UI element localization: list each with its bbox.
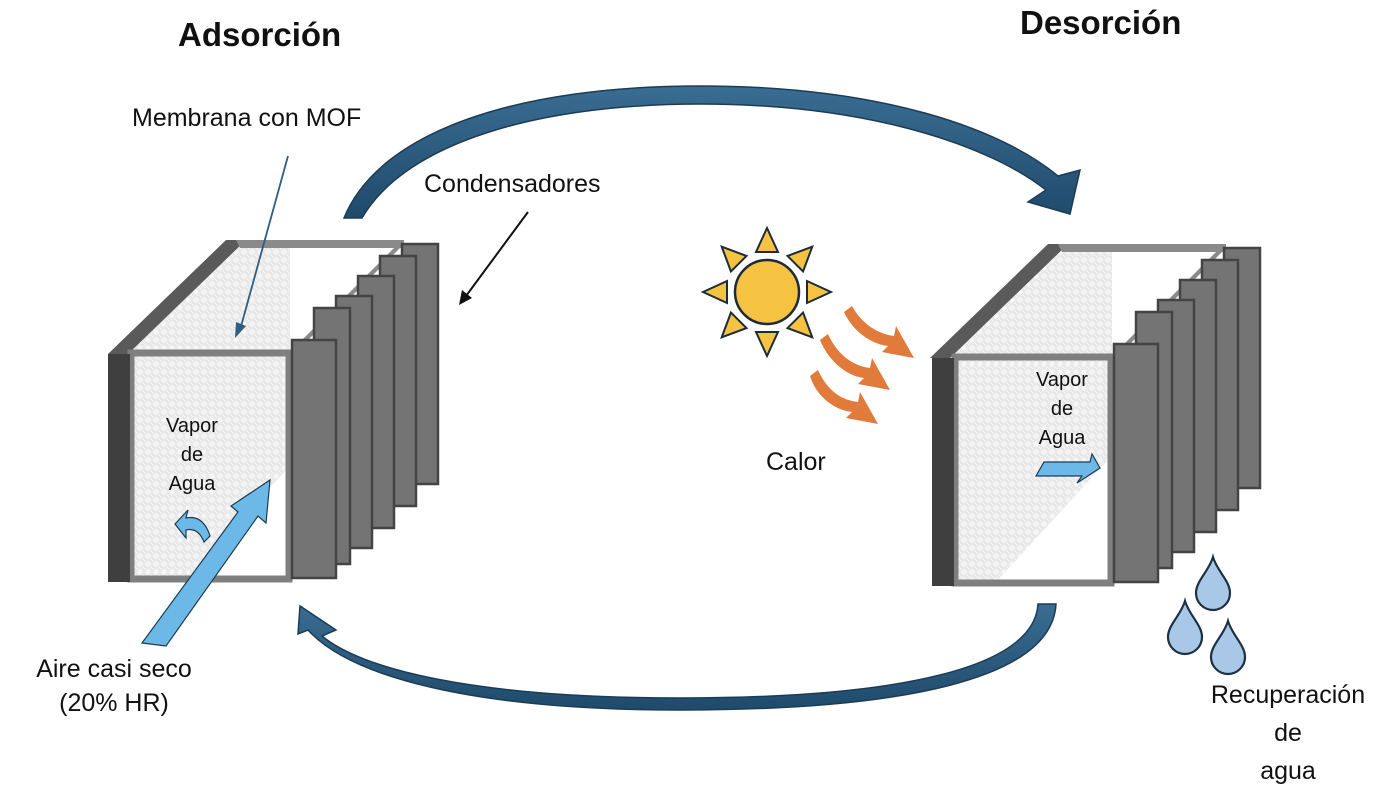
condenser-plate: [1112, 342, 1160, 584]
water-drops-icon: [1166, 553, 1247, 676]
left-vapor-label: Vapor de Agua: [152, 412, 232, 499]
sun-ray: [754, 225, 780, 253]
heat-label: Calor: [766, 448, 826, 476]
box-top-edge: [930, 244, 1068, 358]
sun-ray: [785, 245, 814, 274]
heat-wave-arrow: [820, 334, 890, 390]
membrane-label: Membrana con MOF: [132, 104, 362, 132]
dry-air-inflow-arrow-icon: [140, 478, 271, 647]
box-dark-side: [108, 354, 130, 582]
dry-air-line: Aire casi seco: [36, 655, 192, 683]
membrane-pointer: [235, 155, 289, 338]
sun-icon: [700, 225, 834, 359]
heat-wave-arrow: [844, 306, 914, 358]
desorption-unit: [930, 244, 1226, 587]
water-recovery-label: Recuperación de agua: [1188, 676, 1388, 790]
vapor-release-arrow-icon: [1034, 452, 1101, 484]
box-dark-side: [932, 358, 954, 586]
water-drop-icon: [1166, 597, 1204, 656]
water-recovery-line: de: [1274, 719, 1302, 747]
sun-ray: [720, 245, 749, 274]
adsorption-title: Adsorción: [178, 16, 342, 53]
dry-air-line: (20% HR): [59, 689, 169, 717]
vapor-adsorbed-arrow-icon: [174, 509, 211, 544]
sun-disc: [733, 258, 801, 326]
vapor-line: Agua: [1038, 427, 1086, 449]
right-vapor-label: Vapor de Agua: [1022, 366, 1102, 453]
sun-ray: [720, 310, 749, 339]
membrane-front-clear: [998, 460, 1108, 580]
vapor-line: de: [180, 444, 204, 466]
heat-wave-arrows-icon: [810, 306, 914, 424]
water-recovery-line: Recuperación: [1210, 681, 1366, 709]
vapor-line: Agua: [168, 473, 216, 495]
cycle-arrow-bottom-icon: [297, 603, 1057, 711]
dry-air-label: Aire casi seco (20% HR): [14, 652, 214, 720]
vapor-line: Vapor: [166, 415, 218, 437]
water-drop-icon: [1194, 553, 1232, 612]
water-drop-icon: [1209, 617, 1247, 676]
desorption-title: Desorción: [1020, 4, 1182, 41]
cycle-arrow-top-icon: [342, 85, 1082, 219]
box-top-edge: [108, 240, 246, 354]
condenser-plates-left: [290, 242, 440, 580]
heat-wave-arrow: [810, 370, 878, 424]
sun-ray: [806, 279, 834, 305]
membrane-frame: [951, 353, 1115, 587]
water-recovery-line: agua: [1260, 757, 1316, 785]
box-top-back-edge: [236, 240, 404, 248]
sun-ray: [754, 331, 780, 359]
vapor-line: de: [1050, 398, 1074, 420]
sun-ray: [700, 279, 728, 305]
vapor-line: Vapor: [1036, 369, 1088, 391]
box-top-back-edge: [1058, 244, 1226, 252]
sun-ray: [785, 310, 814, 339]
condensers-label: Condensadores: [424, 170, 601, 198]
condenser-plates-right: [1112, 246, 1262, 584]
condenser-plate: [290, 338, 338, 580]
condensers-pointer: [459, 211, 529, 305]
